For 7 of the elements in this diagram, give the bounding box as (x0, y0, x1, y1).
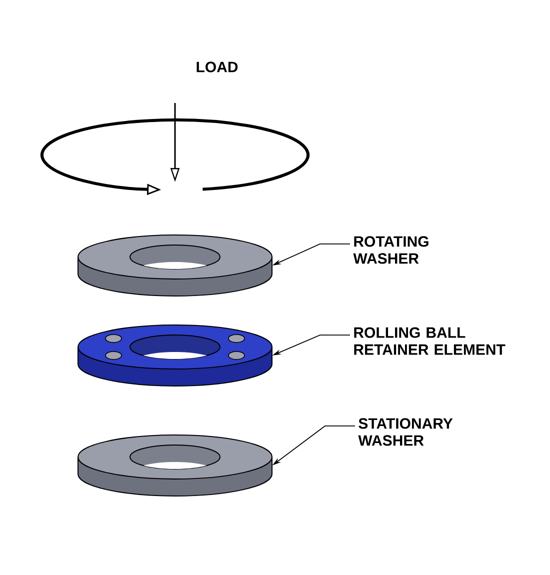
callout-label: STATIONARY WASHER (358, 418, 453, 446)
callout-label: ROTATING WASHER (353, 236, 428, 264)
washer-drawing (78, 324, 272, 386)
load-label: LOAD (196, 62, 238, 72)
washer-drawing (78, 234, 272, 296)
washer-drawing (78, 434, 272, 496)
callout-label: ROLLING BALL RETAINER ELEMENT (354, 327, 506, 355)
